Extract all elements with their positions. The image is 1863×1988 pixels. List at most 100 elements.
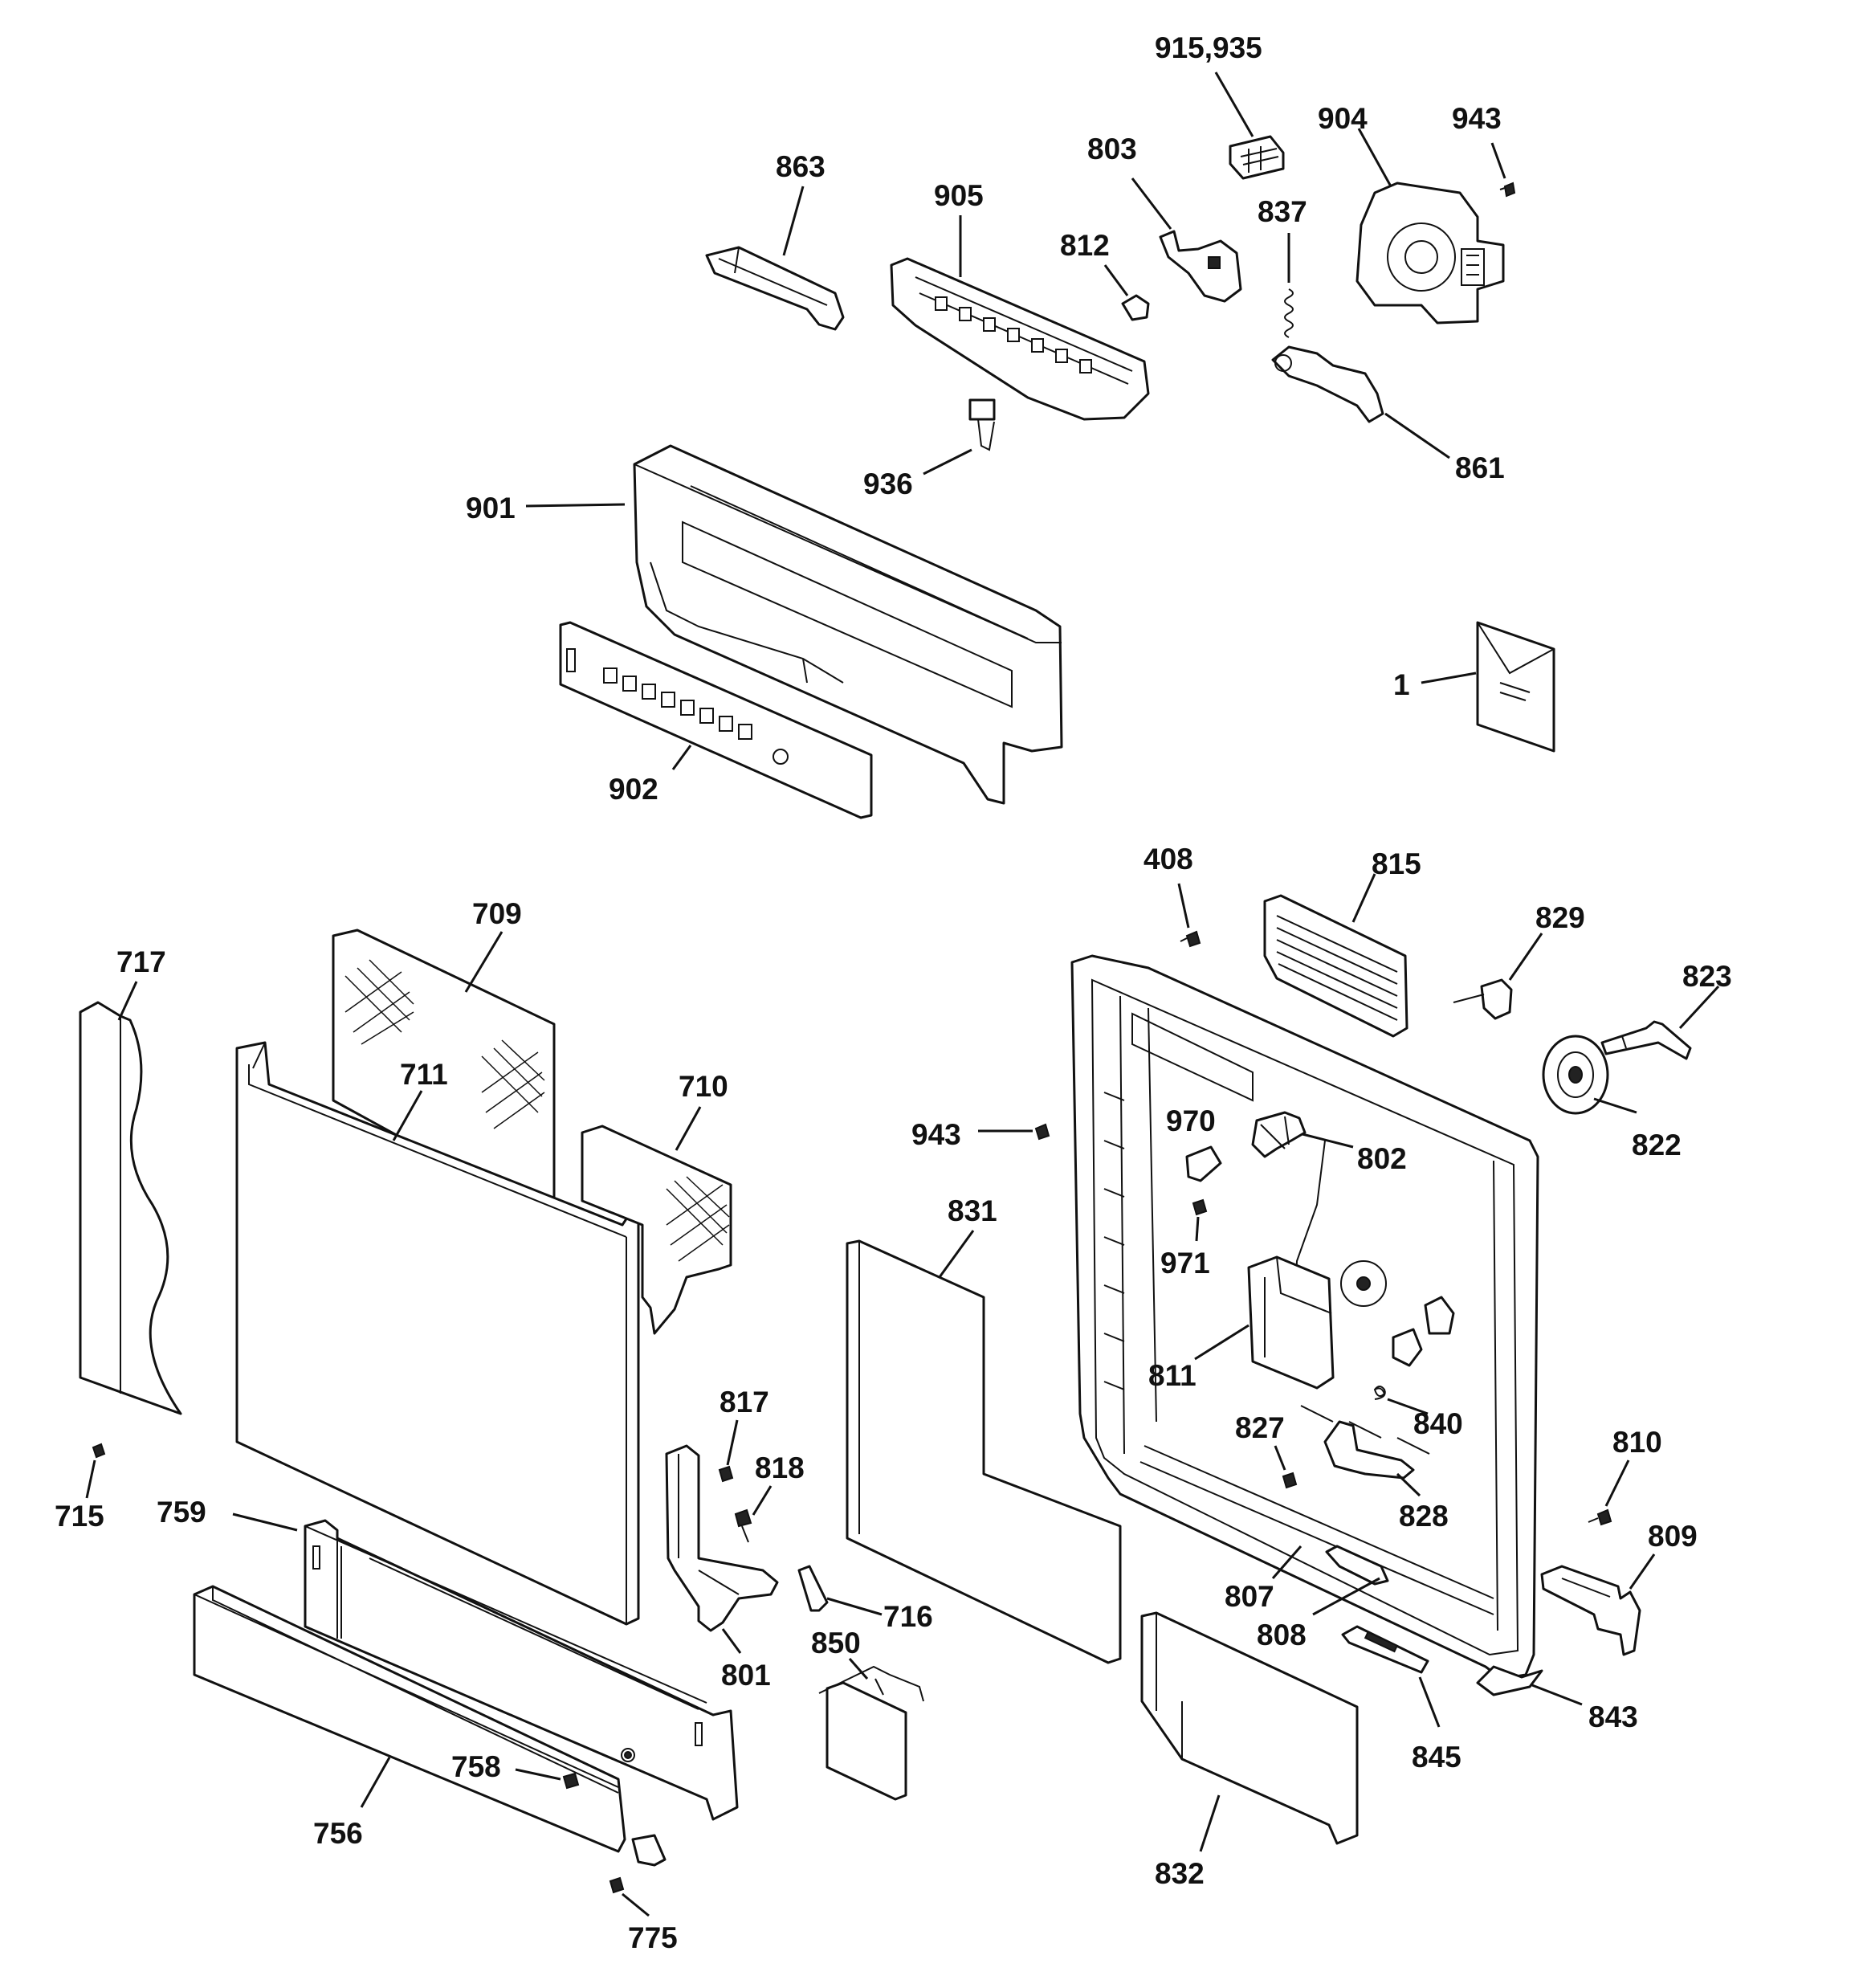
leader-803	[1131, 178, 1172, 230]
leader-811	[1194, 1324, 1249, 1361]
callout-832: 832	[1155, 1857, 1205, 1890]
callout-408: 408	[1143, 843, 1193, 876]
part-970-latch	[1185, 1145, 1222, 1182]
part-822-gear	[1542, 1035, 1609, 1115]
part-832-lower-panel	[1140, 1611, 1359, 1845]
callout-809: 809	[1648, 1520, 1698, 1553]
leader-775	[622, 1892, 650, 1917]
callout-902: 902	[609, 773, 658, 806]
leader-904	[1357, 128, 1392, 187]
part-809-hinge-arm	[1540, 1565, 1641, 1656]
leader-709	[464, 931, 503, 993]
leader-801	[721, 1628, 742, 1654]
part-850-bracket-assembly	[818, 1665, 924, 1801]
callout-901: 901	[466, 492, 516, 525]
callout-970: 970	[1166, 1104, 1216, 1137]
callout-717: 717	[116, 945, 166, 978]
part-716-link	[797, 1565, 829, 1612]
callout-808: 808	[1257, 1619, 1307, 1651]
callout-711: 711	[400, 1058, 448, 1091]
part-756-toe-kick	[193, 1585, 667, 1867]
leader-815	[1351, 873, 1376, 923]
callout-837: 837	[1258, 195, 1307, 228]
part-810-screw	[1588, 1508, 1612, 1526]
callout-831: 831	[948, 1194, 997, 1227]
callout-822: 822	[1632, 1129, 1682, 1161]
callout-811: 811	[1148, 1359, 1196, 1392]
leader-807	[1271, 1545, 1302, 1579]
leader-936	[923, 448, 972, 476]
callout-759: 759	[157, 1496, 206, 1529]
callout-823: 823	[1682, 960, 1732, 993]
part-801-hinge	[665, 1444, 779, 1632]
leader-810	[1604, 1459, 1630, 1507]
callout-775: 775	[628, 1921, 678, 1954]
part-829-hub	[1453, 978, 1513, 1020]
callout-756: 756	[313, 1817, 363, 1850]
callout-943-mid: 943	[911, 1118, 961, 1151]
callout-843: 843	[1588, 1700, 1638, 1733]
part-802-latch-mechanism	[1251, 1111, 1307, 1158]
callout-863: 863	[776, 150, 826, 183]
part-845-clip	[1341, 1625, 1429, 1674]
callout-709: 709	[472, 897, 522, 930]
leader-817	[726, 1419, 739, 1466]
leader-812	[1103, 264, 1129, 296]
leader-850	[848, 1658, 869, 1680]
part-812-clip	[1121, 294, 1150, 321]
leader-901	[525, 503, 626, 508]
callout-828: 828	[1399, 1500, 1449, 1533]
callout-807: 807	[1225, 1580, 1274, 1613]
callout-904: 904	[1318, 102, 1368, 135]
part-817-screw	[718, 1465, 734, 1483]
leader-863	[782, 186, 805, 256]
callout-845: 845	[1412, 1741, 1461, 1774]
callout-715: 715	[55, 1500, 104, 1533]
callout-936: 936	[863, 467, 913, 500]
leader-832	[1199, 1794, 1221, 1852]
callout-716: 716	[883, 1600, 933, 1633]
callout-801: 801	[721, 1659, 771, 1692]
leader-756	[360, 1757, 391, 1808]
callout-810: 810	[1612, 1426, 1662, 1459]
part-818-screw	[734, 1508, 752, 1543]
part-861-lever	[1271, 345, 1384, 423]
callout-817: 817	[720, 1386, 769, 1419]
part-815-vent	[1263, 894, 1408, 1038]
leader-758	[515, 1768, 561, 1781]
part-710-insulation	[581, 1125, 732, 1335]
part-904-timer	[1355, 182, 1505, 325]
leader-827	[1274, 1445, 1286, 1471]
callout-943-top: 943	[1452, 102, 1502, 135]
leader-802	[1302, 1133, 1354, 1149]
part-837-spring	[1284, 288, 1294, 338]
callout-829: 829	[1535, 901, 1585, 934]
part-971-screw	[1192, 1198, 1208, 1216]
leader-845	[1418, 1676, 1441, 1728]
leader-828	[1396, 1472, 1421, 1497]
leader-715	[85, 1459, 96, 1499]
part-831-inner-panel	[846, 1239, 1122, 1664]
part-759-bracket	[304, 1519, 739, 1821]
part-936-harness	[968, 398, 996, 451]
leader-717	[117, 981, 138, 1021]
callout-915-935: 915,935	[1155, 31, 1262, 64]
part-758-screw	[562, 1772, 580, 1790]
callout-1: 1	[1393, 668, 1410, 701]
callout-905: 905	[934, 179, 984, 212]
leader-822	[1593, 1097, 1637, 1114]
part-408-screw	[1180, 930, 1201, 948]
callout-815: 815	[1372, 847, 1421, 880]
part-803-switch	[1159, 230, 1242, 303]
leader-818	[752, 1485, 773, 1516]
part-823-shaft	[1600, 1020, 1692, 1060]
part-827-screw	[1282, 1472, 1298, 1489]
part-905-control-board	[890, 257, 1150, 421]
leader-710	[675, 1106, 702, 1151]
part-863-bracket	[705, 246, 845, 331]
leader-902	[671, 745, 692, 770]
callout-971: 971	[1160, 1247, 1210, 1280]
part-840-spring	[1373, 1386, 1386, 1400]
part-775-screw	[609, 1876, 625, 1894]
